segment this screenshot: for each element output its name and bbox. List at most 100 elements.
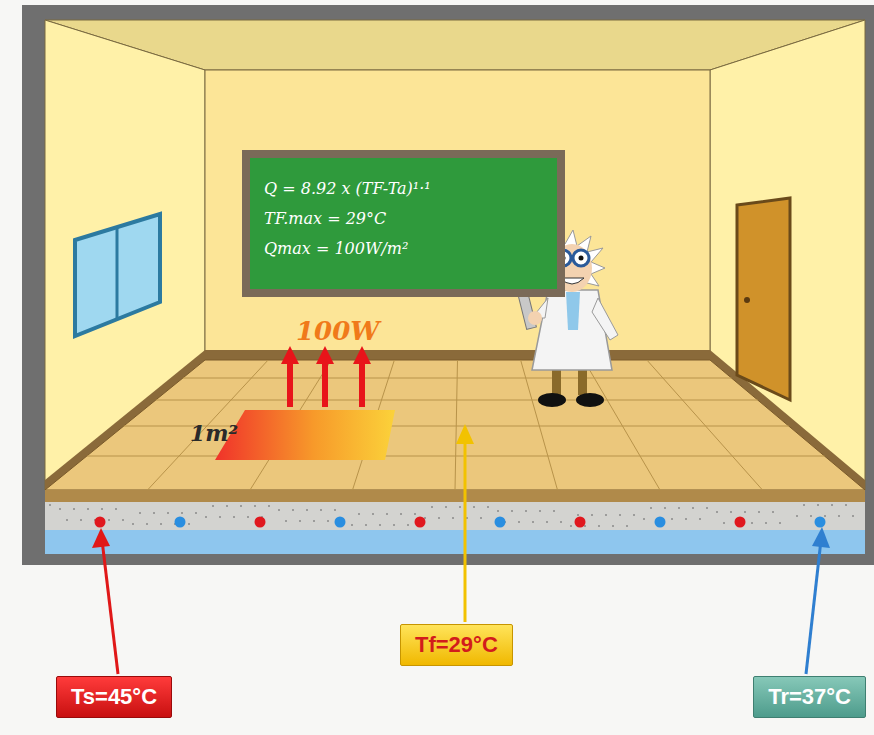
speckle [414,513,416,515]
speckle [205,516,207,518]
floor-leader-head [456,424,474,444]
return-pipe [175,517,186,528]
tile-line [183,378,732,379]
speckle [758,511,760,513]
speckle [195,512,197,514]
speckle [553,510,555,512]
speckle [320,509,322,511]
supply-pipe [95,517,106,528]
speckle [473,506,475,508]
speckle [779,522,781,524]
speckle [598,525,600,527]
speckle [226,505,228,507]
heat-arrow-head [353,346,371,364]
temperature-text: Ts=45°C [71,684,157,710]
speckle [831,504,833,506]
speckle [400,513,402,515]
speckle [633,514,635,516]
speckle [438,517,440,519]
speckle [751,522,753,524]
speckle [487,506,489,508]
speckle [139,512,141,514]
speckle [525,510,527,512]
floor-temp-box: Tf=29°C [400,624,513,666]
speckle [591,514,593,516]
speckle [643,518,645,520]
back-wall [205,70,710,360]
supply-leader [102,540,118,674]
temperature-text: Tr=37°C [768,684,851,710]
supply-pipe [575,517,586,528]
supply-temp-box: Ts=45°C [56,676,172,718]
heated-square [215,410,395,460]
speckle [101,508,103,510]
heat-arrow-head [281,346,299,364]
speckle [285,520,287,522]
speckle [431,506,433,508]
speckle [181,512,183,514]
return-temp-box: Tr=37°C [753,676,866,718]
speckle [240,505,242,507]
speckle [146,523,148,525]
speckle [480,517,482,519]
speckle [619,514,621,516]
return-leader [806,540,821,674]
speckle [699,518,701,520]
speckle [692,507,694,509]
floor-tiles [87,360,825,490]
speckle [612,525,614,527]
tile-line [156,400,758,401]
speckle [327,520,329,522]
return-pipe [495,517,506,528]
door-knob [744,297,750,303]
speckle [796,515,798,517]
shoe [576,393,604,407]
speckle [845,504,847,506]
speckle [334,509,336,511]
eye [579,256,584,261]
speckle [188,523,190,525]
speckle [570,525,572,527]
speckle [685,518,687,520]
speckle [278,509,280,511]
tile-line [455,360,458,490]
supply-pipe [735,517,746,528]
speckle [772,511,774,513]
speckle [306,509,308,511]
speckle [233,516,235,518]
speckle [852,515,854,517]
heat-arrow [359,362,365,407]
hand [528,311,542,325]
speckle [313,520,315,522]
speckle [160,523,162,525]
speckle [365,524,367,526]
supply-pipe [255,517,266,528]
speckle [445,506,447,508]
speckle [122,519,124,521]
speckle [153,512,155,514]
speckle [723,522,725,524]
baseboard [205,350,710,360]
arm [592,298,618,340]
speckle [108,519,110,521]
speckle [386,513,388,515]
formula-text: TF.max = 29°C [264,204,543,234]
heat-arrow [287,362,293,407]
speckle [115,508,117,510]
speckle [497,510,499,512]
speckle [358,513,360,515]
speckle [560,521,562,523]
return-pipe [335,517,346,528]
speckle [577,514,579,516]
door [737,198,790,400]
speckle [744,511,746,513]
speckle [532,521,534,523]
formula-text: Qmax = 100W/m² [264,234,543,264]
supply-leader-head [92,528,110,548]
shoe [538,393,566,407]
speckle [292,509,294,511]
speckle [268,505,270,507]
speckle [626,525,628,527]
speckle [254,505,256,507]
speckle [511,510,513,512]
